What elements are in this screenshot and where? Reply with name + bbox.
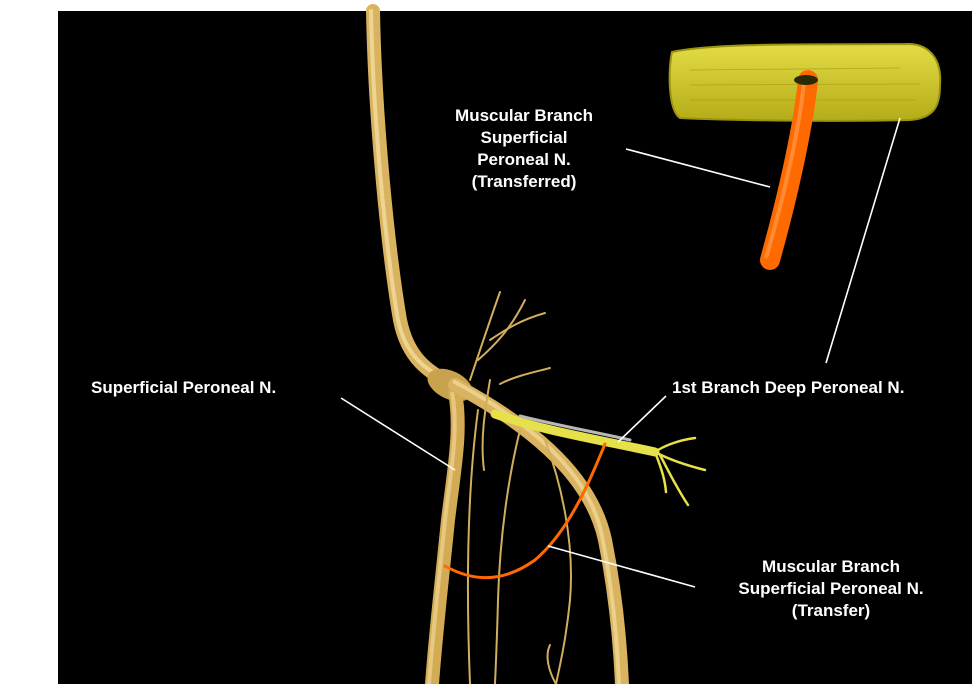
label-deep-line1: 1st Branch Deep Peroneal N. xyxy=(672,377,904,399)
label-transfer-line1: Muscular Branch xyxy=(700,556,962,578)
minor-branches xyxy=(468,292,571,684)
label-deep-branch: 1st Branch Deep Peroneal N. xyxy=(672,377,904,399)
label-transfer: Muscular Branch Superficial Peroneal N. … xyxy=(700,556,962,622)
nerve-insertion xyxy=(794,75,818,85)
deep-branch-twigs xyxy=(655,438,705,505)
main-nerve-highlight xyxy=(371,11,446,380)
label-transferred: Muscular Branch Superficial Peroneal N. … xyxy=(428,105,620,193)
label-superficial-line1: Superficial Peroneal N. xyxy=(91,377,276,399)
label-transferred-line2: Superficial xyxy=(428,127,620,149)
label-transfer-line2: Superficial Peroneal N. xyxy=(700,578,962,600)
label-transferred-line4: (Transferred) xyxy=(428,171,620,193)
label-superficial-peroneal: Superficial Peroneal N. xyxy=(91,377,276,399)
label-transferred-line3: Peroneal N. xyxy=(428,149,620,171)
leader-lines xyxy=(341,118,900,587)
label-transfer-line3: (Transfer) xyxy=(700,600,962,622)
label-transferred-line1: Muscular Branch xyxy=(428,105,620,127)
